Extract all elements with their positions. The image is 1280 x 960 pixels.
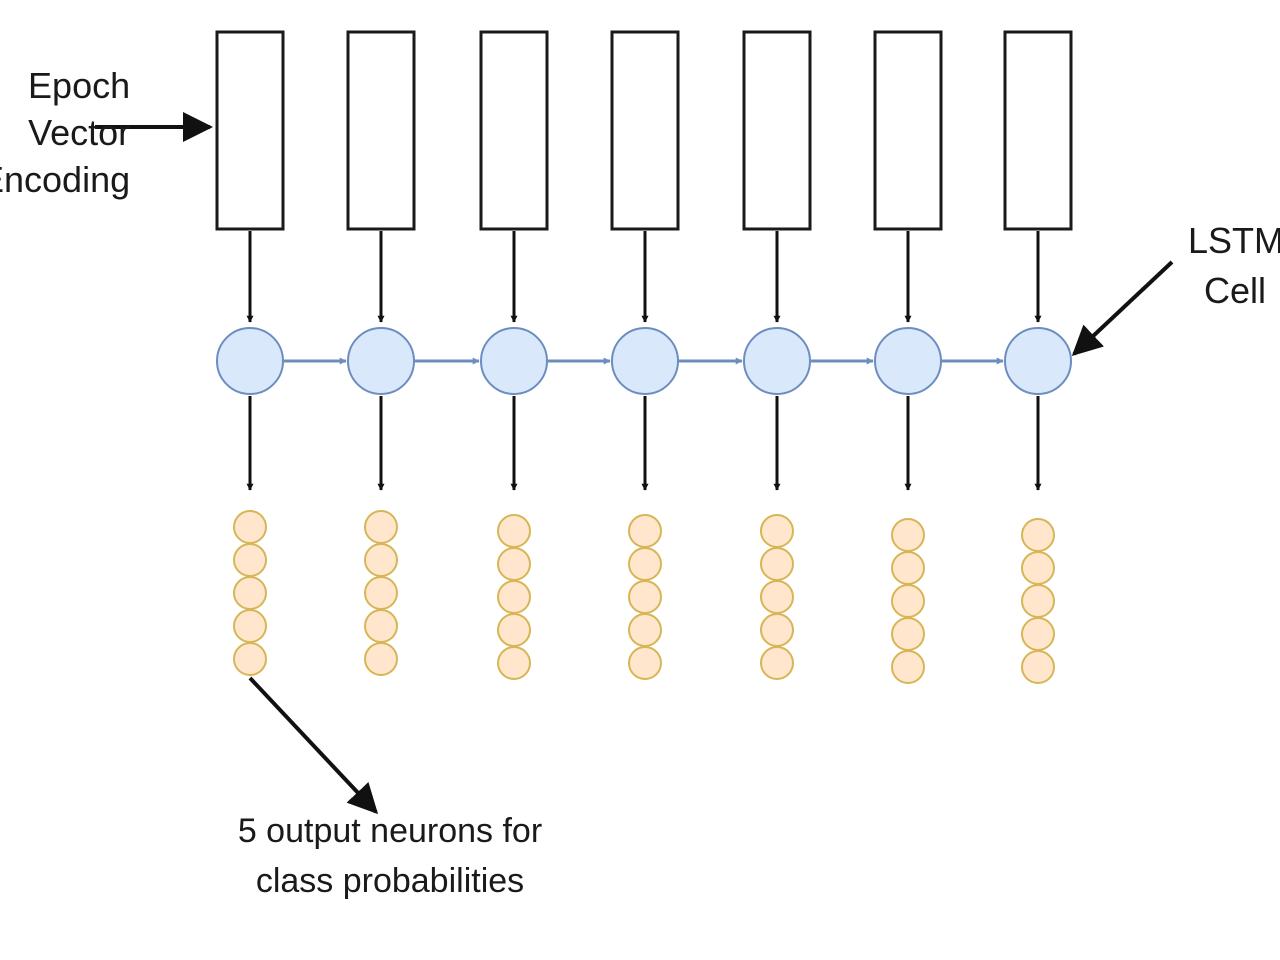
output-neuron	[760, 547, 794, 581]
output-neuron	[760, 580, 794, 614]
input-label: Epoch Vector Encoding	[0, 62, 130, 203]
output-callout-arrow	[248, 676, 379, 815]
output-neuron	[497, 613, 531, 647]
input-vector-box	[873, 30, 943, 231]
input-label-line: Encoding	[0, 159, 131, 200]
output-neuron	[628, 613, 662, 647]
output-neuron	[233, 576, 267, 610]
output-neuron	[364, 642, 398, 676]
output-neuron	[760, 514, 794, 548]
output-neuron	[628, 646, 662, 680]
output-label-line: 5 output neurons for	[237, 812, 543, 850]
lstm-cell	[1004, 327, 1072, 395]
input-vector-box	[346, 30, 416, 231]
output-neuron	[891, 518, 925, 552]
output-label-line: class probabilities	[255, 862, 525, 900]
output-neuron	[233, 609, 267, 643]
output-neuron	[891, 584, 925, 618]
output-neuron	[1021, 551, 1055, 585]
output-neuron	[233, 510, 267, 544]
lstm-cell	[743, 327, 811, 395]
output-neuron	[628, 547, 662, 581]
output-neuron	[628, 514, 662, 548]
output-neuron	[233, 543, 267, 577]
output-neuron	[497, 580, 531, 614]
output-neuron	[891, 650, 925, 684]
output-neuron	[364, 510, 398, 544]
output-neuron	[364, 543, 398, 577]
input-vector-box	[215, 30, 285, 231]
output-neuron	[364, 609, 398, 643]
output-neuron	[497, 514, 531, 548]
output-neuron	[1021, 650, 1055, 684]
output-neuron	[497, 547, 531, 581]
output-neuron	[1021, 518, 1055, 552]
lstm-cell-label: LSTM Cell	[1188, 216, 1280, 316]
lstm-cell	[480, 327, 548, 395]
input-label-line: Vector	[28, 112, 131, 153]
lstm-label-line: Cell	[1204, 270, 1267, 311]
output-neuron	[891, 617, 925, 651]
lstm-label-line: LSTM	[1188, 220, 1280, 261]
lstm-cell	[216, 327, 284, 395]
input-vector-box	[610, 30, 680, 231]
input-vector-box	[479, 30, 549, 231]
output-neuron	[760, 613, 794, 647]
lstm-cell	[874, 327, 942, 395]
output-neuron	[891, 551, 925, 585]
output-neuron	[233, 642, 267, 676]
output-neuron	[760, 646, 794, 680]
input-vector-box	[1003, 30, 1073, 231]
output-neuron	[1021, 584, 1055, 618]
output-label: 5 output neurons for class probabilities	[200, 806, 580, 906]
lstm-callout-arrow	[1071, 260, 1174, 357]
lstm-cell	[611, 327, 679, 395]
output-neuron	[1021, 617, 1055, 651]
input-label-line: Epoch	[28, 65, 131, 106]
output-neuron	[364, 576, 398, 610]
lstm-cell	[347, 327, 415, 395]
input-vector-box	[742, 30, 812, 231]
output-neuron	[497, 646, 531, 680]
output-neuron	[628, 580, 662, 614]
